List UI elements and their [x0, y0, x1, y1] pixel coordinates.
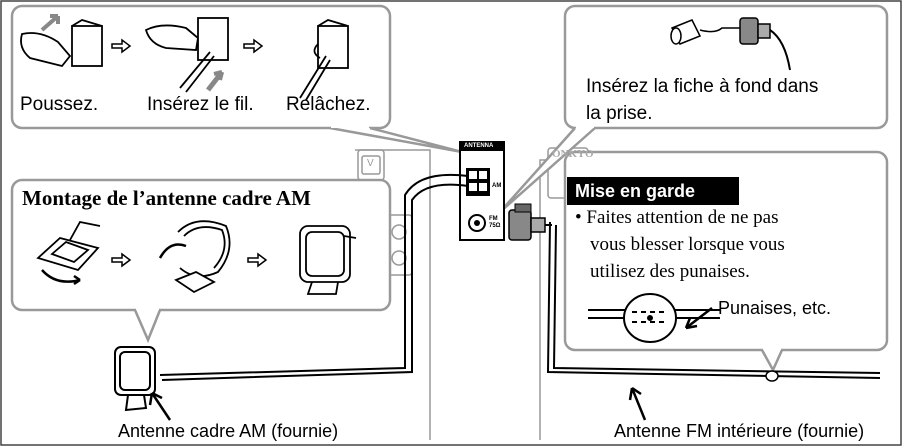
antenna-terminal-block	[459, 141, 505, 241]
am-antenna-cable	[159, 173, 469, 381]
caution-line2: vous blesser lorsque vous	[590, 234, 785, 255]
am-loop-antenna-drawing	[114, 346, 156, 412]
caution-title: Mise en garde	[567, 177, 739, 205]
am-antenna-caption: Antenne cadre AM (fournie)	[118, 421, 339, 441]
fm-terminal-label: FM	[489, 216, 498, 222]
caution-line1: • Faites attention de ne pas	[575, 207, 779, 228]
antenna-panel-label: ANTENNA	[464, 143, 494, 149]
caution-line3: utilisez des punaises.	[590, 261, 750, 282]
am-assembly-step1	[36, 220, 101, 286]
fm-plug-connector	[508, 203, 552, 241]
callout-wire-steps	[10, 4, 463, 154]
step-push-label: Poussez.	[20, 94, 99, 115]
plug-note-line1: Insérez la fiche à fond dans	[586, 76, 819, 97]
am-assembly-step2	[158, 220, 231, 294]
pins-label: Punaises, etc.	[718, 298, 832, 318]
step-insert-drawing	[144, 17, 229, 93]
step-insert-label: Insérez le fil.	[147, 94, 254, 115]
step-push-drawing	[20, 14, 103, 68]
callout-am-assembly	[10, 178, 392, 344]
step-arrow-icons	[111, 38, 264, 54]
caption-arrows	[148, 386, 647, 421]
fm-impedance-label: 75Ω	[489, 223, 501, 229]
brand-logo: ONKYO	[552, 148, 594, 160]
am-assembly-arrow-icons	[111, 252, 268, 268]
am-terminal-label: AM	[492, 183, 502, 189]
step-release-drawing	[299, 19, 349, 101]
am-assembly-title: Montage de l’antenne cadre AM	[22, 186, 311, 210]
am-assembly-step3	[299, 225, 357, 295]
step-release-label: Relâchez.	[286, 94, 371, 115]
plug-drawing	[670, 17, 791, 71]
panel-v-label: V	[367, 158, 374, 169]
fm-antenna-end	[765, 370, 779, 382]
pins-drawing	[588, 293, 720, 343]
fm-antenna-caption: Antenne FM intérieure (fournie)	[614, 421, 865, 441]
plug-note-line2: la prise.	[586, 103, 653, 124]
